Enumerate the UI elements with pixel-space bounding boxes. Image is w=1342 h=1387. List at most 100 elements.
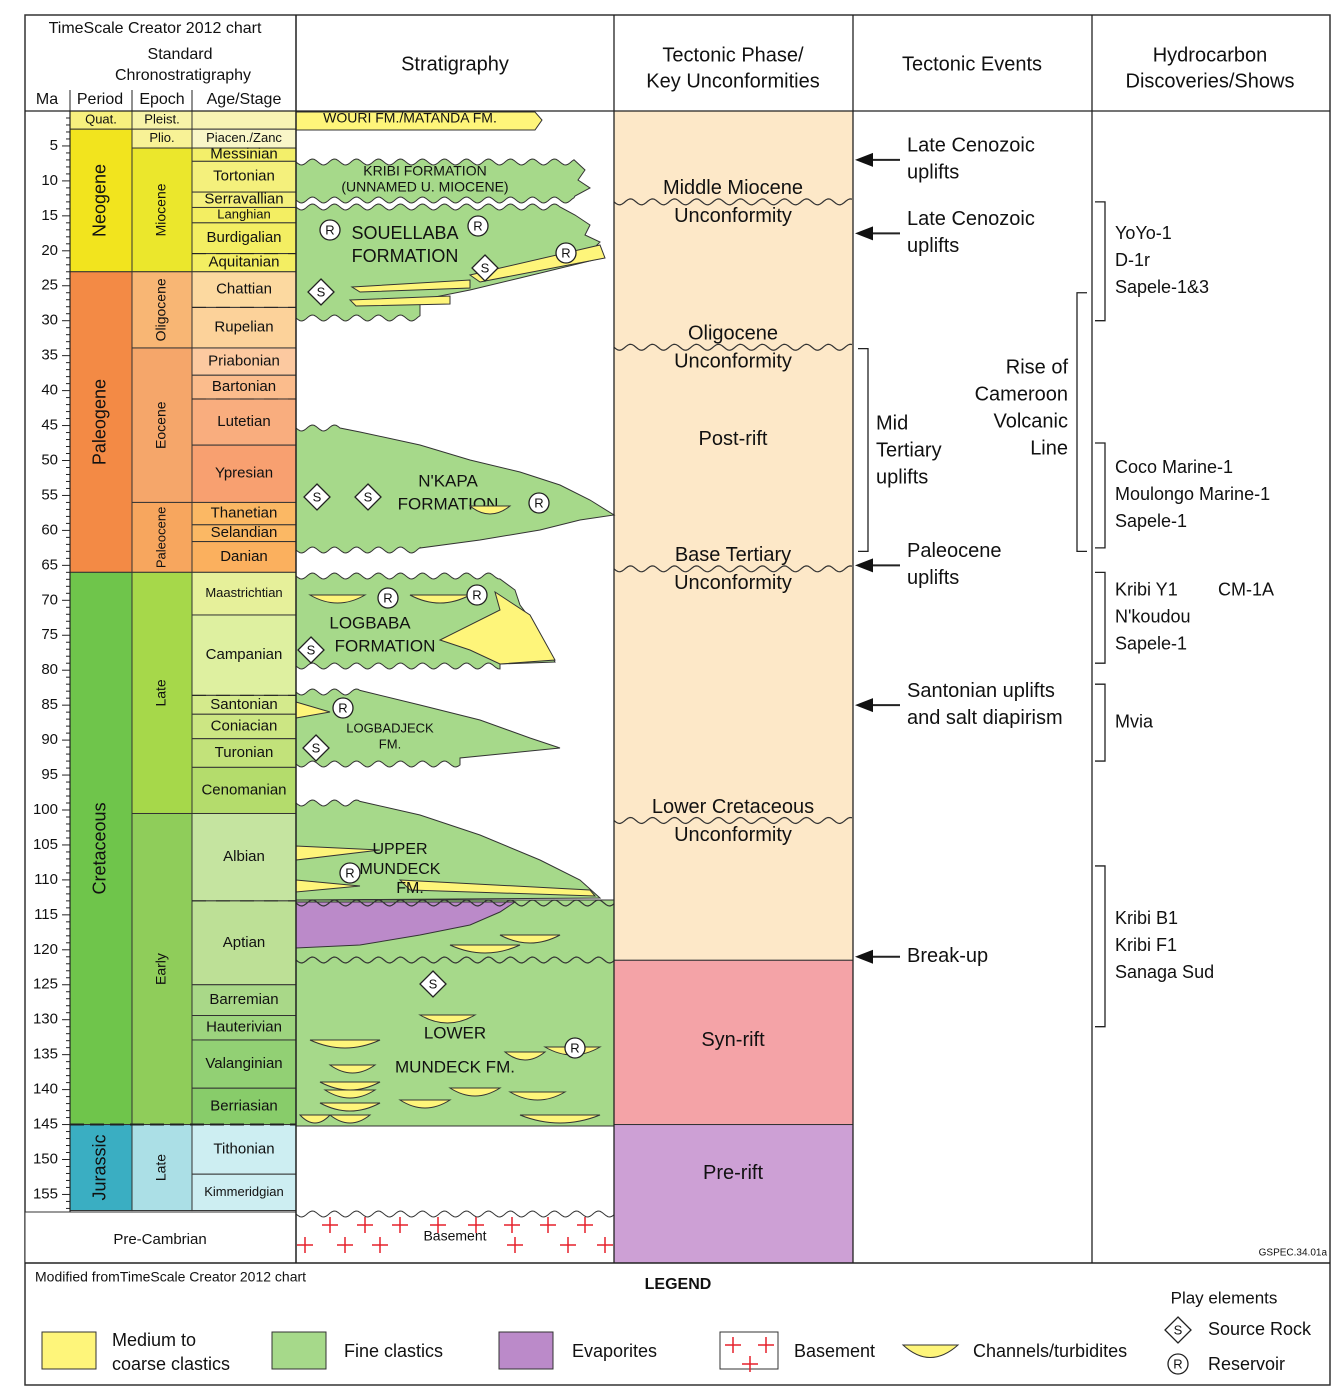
- ma-tick-label: 115: [34, 906, 58, 923]
- column-header-period: Period: [77, 91, 123, 108]
- stage-label: Langhian: [217, 207, 271, 222]
- stage-label: Barremian: [209, 991, 278, 1008]
- stage-box: [191, 398, 297, 446]
- chart-title: TimeScale Creator 2012 chart: [49, 20, 262, 37]
- hydrocarbon-discovery: D-1r: [1115, 250, 1150, 270]
- ma-tick-label: 40: [41, 382, 58, 399]
- ma-tick-label: 65: [41, 556, 58, 573]
- legend-swatch-channels: [901, 1344, 960, 1358]
- channel-turbidite: [328, 1114, 372, 1124]
- epoch-label: Paleocene: [153, 507, 168, 568]
- ma-tick-label: 75: [41, 626, 58, 643]
- channel-turbidite: [499, 934, 561, 944]
- source-rock-icon: [419, 970, 447, 998]
- reservoir-symbol: R: [472, 587, 481, 602]
- epoch-box: [131, 571, 193, 814]
- ma-tick-label: 130: [33, 1011, 58, 1028]
- stage-label: Cenomanian: [201, 781, 286, 798]
- channel-turbidite: [468, 505, 512, 515]
- unconformity-label: Middle Miocene: [663, 177, 803, 199]
- stage-label: Aquitanian: [209, 254, 280, 271]
- ma-tick-label: 55: [41, 486, 58, 503]
- channel-turbidite: [309, 1039, 381, 1049]
- stage-box: [191, 306, 297, 349]
- tectonic-phase-label: Syn-rift: [701, 1029, 765, 1051]
- period-label: Paleogene: [90, 379, 110, 465]
- ma-tick-label: 70: [41, 591, 58, 608]
- reservoir-icon: [528, 492, 550, 514]
- event-bracket-label: Line: [1030, 437, 1068, 459]
- logbadjeck-formation: [295, 688, 561, 768]
- unconformity-label: Base Tertiary: [675, 544, 791, 566]
- reservoir-symbol: R: [561, 245, 570, 260]
- arrow-left-icon: [855, 152, 873, 167]
- upper-mundeck-formation: [295, 799, 602, 901]
- sand-wedge: [348, 295, 451, 307]
- stage-box: [191, 900, 297, 986]
- tectonic-event-label: Paleocene: [907, 540, 1002, 562]
- stage-label: Serravallian: [204, 191, 283, 208]
- tectonic-phase-1: [613, 959, 854, 1126]
- stage-label: Selandian: [211, 524, 278, 541]
- unconformity-label: Unconformity: [674, 205, 792, 227]
- figure-id: GSPEC.34.01a: [1259, 1248, 1328, 1259]
- event-bracket-label: Volcanic: [994, 410, 1069, 432]
- ma-tick-label: 105: [33, 836, 58, 853]
- unconformity-label: Unconformity: [674, 824, 792, 846]
- tectonic-event-label: and salt diapirism: [907, 707, 1063, 729]
- period-label: Quat.: [85, 112, 117, 127]
- legend-label: Source Rock: [1208, 1319, 1312, 1339]
- unconformity-label: Unconformity: [674, 351, 792, 373]
- basement: [295, 1210, 615, 1264]
- channel-turbidite: [449, 944, 521, 954]
- hydrocarbon-discovery: CM-1A: [1218, 580, 1274, 600]
- reservoir-symbol: R: [345, 865, 354, 880]
- event-bracket-label: uplifts: [876, 466, 928, 488]
- channel-turbidite: [418, 1014, 477, 1024]
- ma-tick-label: 60: [41, 521, 58, 538]
- ma-tick-label: 20: [41, 242, 58, 259]
- reservoir-symbol: R: [570, 1040, 579, 1055]
- stage-box: [191, 110, 297, 130]
- tectonic-event-label: Santonian uplifts: [907, 680, 1055, 702]
- legend-label: Channels/turbidites: [973, 1341, 1127, 1361]
- formation-label: FORMATION: [352, 246, 459, 266]
- arrow-left-icon: [855, 226, 873, 241]
- reservoir-symbol: R: [325, 222, 334, 237]
- epoch-label: Early: [153, 953, 169, 985]
- unconformity-line: [295, 956, 615, 964]
- stage-label: Burdigalian: [206, 229, 281, 246]
- unconformity-line: [613, 343, 853, 351]
- epoch-label: Pleist.: [144, 112, 179, 127]
- sand-wedge: [438, 590, 556, 665]
- stage-box: [191, 160, 297, 193]
- tectonic-phase-label: Post-rift: [699, 428, 768, 450]
- reservoir-icon: [1167, 1353, 1189, 1375]
- stage-label: Tithonian: [213, 1140, 274, 1157]
- hydrocarbon-discovery: Moulongo Marine-1: [1115, 484, 1270, 504]
- source-rock-symbol: S: [429, 976, 438, 991]
- formation-label: FORMATION: [335, 636, 436, 655]
- source-rock-icon: [1164, 1316, 1192, 1344]
- source-rock-icon: [471, 254, 499, 282]
- ma-tick-label: 155: [33, 1185, 58, 1202]
- stage-label: Bartonian: [212, 378, 276, 395]
- epoch-box: [131, 271, 193, 349]
- reservoir-icon: [555, 242, 577, 264]
- period-box: [69, 571, 133, 1126]
- formation-label: UPPER: [372, 841, 427, 858]
- column-header-stratigraphy: Stratigraphy: [401, 53, 509, 75]
- stage-label: Priabonian: [208, 353, 280, 370]
- ma-tick-label: 5: [50, 137, 58, 154]
- ma-tick-label: 50: [41, 451, 58, 468]
- channel-turbidite: [448, 1087, 502, 1097]
- source-rock-symbol: S: [364, 489, 373, 504]
- ma-tick-label: 110: [34, 871, 58, 888]
- legend-swatch-medium-clastics: [41, 1331, 97, 1370]
- column-header-hydrocarbon: Hydrocarbon: [1153, 44, 1268, 66]
- ma-tick-label: 35: [41, 347, 58, 364]
- stage-box: [191, 571, 297, 616]
- stage-label: Maastrichtian: [205, 585, 282, 600]
- column-header-stage: Age/Stage: [207, 91, 282, 108]
- event-bracket: [858, 348, 869, 553]
